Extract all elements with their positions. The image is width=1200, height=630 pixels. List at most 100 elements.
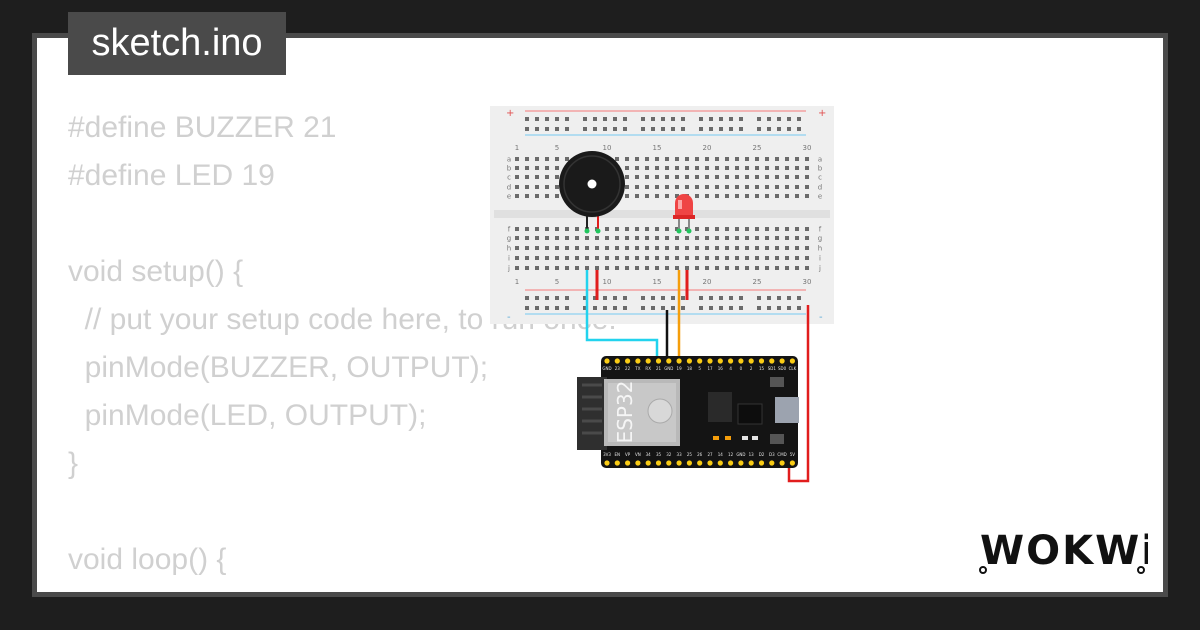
esp32-pin[interactable] (748, 358, 754, 364)
esp32-pin[interactable] (625, 358, 631, 364)
esp32-pin-label: 32 (666, 452, 672, 457)
connection-dot (686, 228, 692, 234)
breadboard-hole (645, 166, 649, 170)
esp32-pin[interactable] (645, 358, 651, 364)
row-letter: j (818, 265, 821, 273)
esp32-pin[interactable] (686, 460, 693, 466)
led-red[interactable] (673, 194, 695, 234)
esp32-pin[interactable] (758, 358, 765, 364)
esp32-pin-label: 13 (749, 452, 755, 457)
esp32-pin-label: 27 (707, 452, 713, 457)
breadboard-hole (725, 256, 729, 260)
reset-button[interactable] (770, 434, 784, 444)
breadboard-hole (555, 256, 559, 260)
breadboard-hole (765, 236, 769, 240)
esp32-pin[interactable] (614, 460, 620, 466)
breadboard-hole (745, 194, 749, 198)
esp32-pin-label: GND (736, 452, 745, 457)
breadboard-hole (615, 266, 619, 270)
buzzer[interactable] (559, 151, 625, 234)
breadboard-hole (545, 236, 549, 240)
esp32-pin[interactable] (697, 460, 703, 466)
breadboard-hole (695, 227, 699, 231)
esp32-pin[interactable] (676, 460, 682, 466)
esp32-pin[interactable] (635, 358, 641, 364)
breadboard-hole (795, 175, 799, 179)
esp32-pin-label: 5 (698, 366, 701, 371)
esp32-pin[interactable] (748, 460, 754, 466)
esp32-pin[interactable] (676, 358, 682, 364)
esp32-pin[interactable] (635, 460, 641, 466)
breadboard-hole (625, 246, 629, 250)
breadboard-hole (655, 246, 659, 250)
esp32-pin[interactable] (666, 358, 672, 364)
breadboard-hole (665, 166, 669, 170)
breadboard-hole (755, 157, 759, 161)
esp32-pin[interactable] (728, 358, 734, 364)
breadboard-hole (715, 166, 719, 170)
esp32-pin[interactable] (707, 358, 713, 364)
breadboard-hole (555, 175, 559, 179)
breadboard-hole (765, 175, 769, 179)
column-number: 10 (603, 278, 612, 286)
esp32-pin[interactable] (779, 358, 785, 364)
esp32-pin[interactable] (625, 460, 631, 466)
smd-component (713, 436, 719, 440)
breadboard-hole (745, 256, 749, 260)
esp32-pin[interactable] (655, 358, 662, 364)
breadboard-hole (595, 236, 599, 240)
code-line: #define BUZZER 21 (68, 111, 337, 144)
esp32-pin[interactable] (686, 358, 693, 364)
breadboard-hole (787, 117, 791, 121)
esp32-pin[interactable] (758, 460, 765, 466)
breadboard-hole (535, 127, 539, 131)
esp32-pin[interactable] (697, 358, 703, 364)
breadboard-hole (699, 127, 703, 131)
breadboard-hole (709, 127, 713, 131)
breadboard-hole (625, 185, 629, 189)
breadboard-hole (655, 227, 659, 231)
breadboard-hole (603, 127, 607, 131)
esp32-pin[interactable] (738, 358, 744, 364)
esp32-pin[interactable] (779, 460, 785, 466)
breadboard-hole (775, 194, 779, 198)
breadboard-hole (535, 246, 539, 250)
esp32-pin[interactable] (614, 358, 620, 364)
breadboard-hole (735, 246, 739, 250)
esp32-pin[interactable] (769, 358, 775, 364)
esp32-pin[interactable] (717, 358, 723, 364)
breadboard-hole (635, 185, 639, 189)
breadboard-hole (535, 157, 539, 161)
esp32-pin[interactable] (666, 460, 672, 466)
breadboard-hole (695, 236, 699, 240)
esp32-pin[interactable] (728, 460, 734, 466)
esp32-pin[interactable] (789, 358, 796, 364)
esp32-pin[interactable] (717, 460, 723, 466)
esp32-pin[interactable] (769, 460, 775, 466)
esp32-pin[interactable] (789, 460, 796, 466)
wire-cyan-buzzer[interactable] (585, 270, 659, 360)
breadboard-hole (515, 175, 519, 179)
breadboard-hole (705, 185, 709, 189)
esp32-pin[interactable] (738, 460, 744, 466)
esp32-pin[interactable] (645, 460, 651, 466)
esp32-pin[interactable] (655, 460, 662, 466)
breadboard-hole (695, 157, 699, 161)
esp32-pin-label: 0 (740, 366, 743, 371)
esp32-pin[interactable] (604, 460, 610, 466)
breadboard-hole (623, 306, 627, 310)
breadboard-hole (555, 117, 559, 121)
esp32-pin[interactable] (604, 358, 610, 364)
wire-red-5v[interactable] (787, 305, 810, 483)
breadboard-hole (651, 296, 655, 300)
breadboard-hole (765, 166, 769, 170)
boot-button[interactable] (770, 377, 784, 387)
esp32-pin[interactable] (707, 460, 713, 466)
breadboard-hole (595, 266, 599, 270)
esp32-pin-label: SD0 (778, 366, 787, 371)
breadboard-hole (755, 194, 759, 198)
breadboard-hole (767, 117, 771, 121)
